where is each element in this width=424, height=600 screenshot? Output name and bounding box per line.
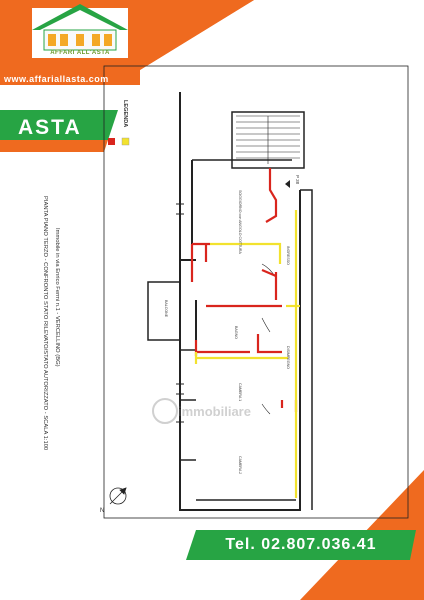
room-camera1: CAMERA 1 xyxy=(238,383,242,402)
asta-label: ASTA xyxy=(18,116,82,139)
north-arrow-icon xyxy=(109,487,127,505)
room-camera2: CAMERA 2 xyxy=(238,456,242,475)
room-bagno: BAGNO xyxy=(234,326,238,339)
phone-number[interactable]: Tel. 02.807.036.41 xyxy=(225,536,377,553)
elevation-label: P 38 xyxy=(295,175,300,185)
website-url[interactable]: www.affariallasta.com xyxy=(4,74,109,84)
legend-yellow-swatch xyxy=(121,137,130,146)
north-label: N xyxy=(100,508,105,514)
caption-address: Immobile in via Enrico Fermi n.1 - VERCE… xyxy=(54,228,60,367)
yellow-walls xyxy=(194,210,300,498)
legend-label: LEGENDA xyxy=(122,100,128,128)
legend-red-swatch xyxy=(108,138,115,145)
watermark-text: immobiliare xyxy=(178,404,251,419)
room-balcone: BALCONE xyxy=(164,300,168,318)
watermark-logo-icon xyxy=(152,398,178,424)
asta-banner xyxy=(0,110,118,140)
floor-plan xyxy=(103,65,409,519)
logo-text: AFFARI ALL'ASTA xyxy=(50,50,110,56)
red-walls xyxy=(190,168,298,412)
caption-scale: PIANTA PIANO TERZO - CONFRONTO STATO RIL… xyxy=(42,196,48,451)
room-disimpegno: DISIMPEGNO xyxy=(286,346,290,369)
room-soggiorno: SOGGIORNO con ANGOLO COTTURA xyxy=(238,190,242,254)
logo-house-icon xyxy=(32,4,128,58)
phone-banner xyxy=(186,530,416,560)
room-ingresso: INGRESSO xyxy=(286,246,290,265)
